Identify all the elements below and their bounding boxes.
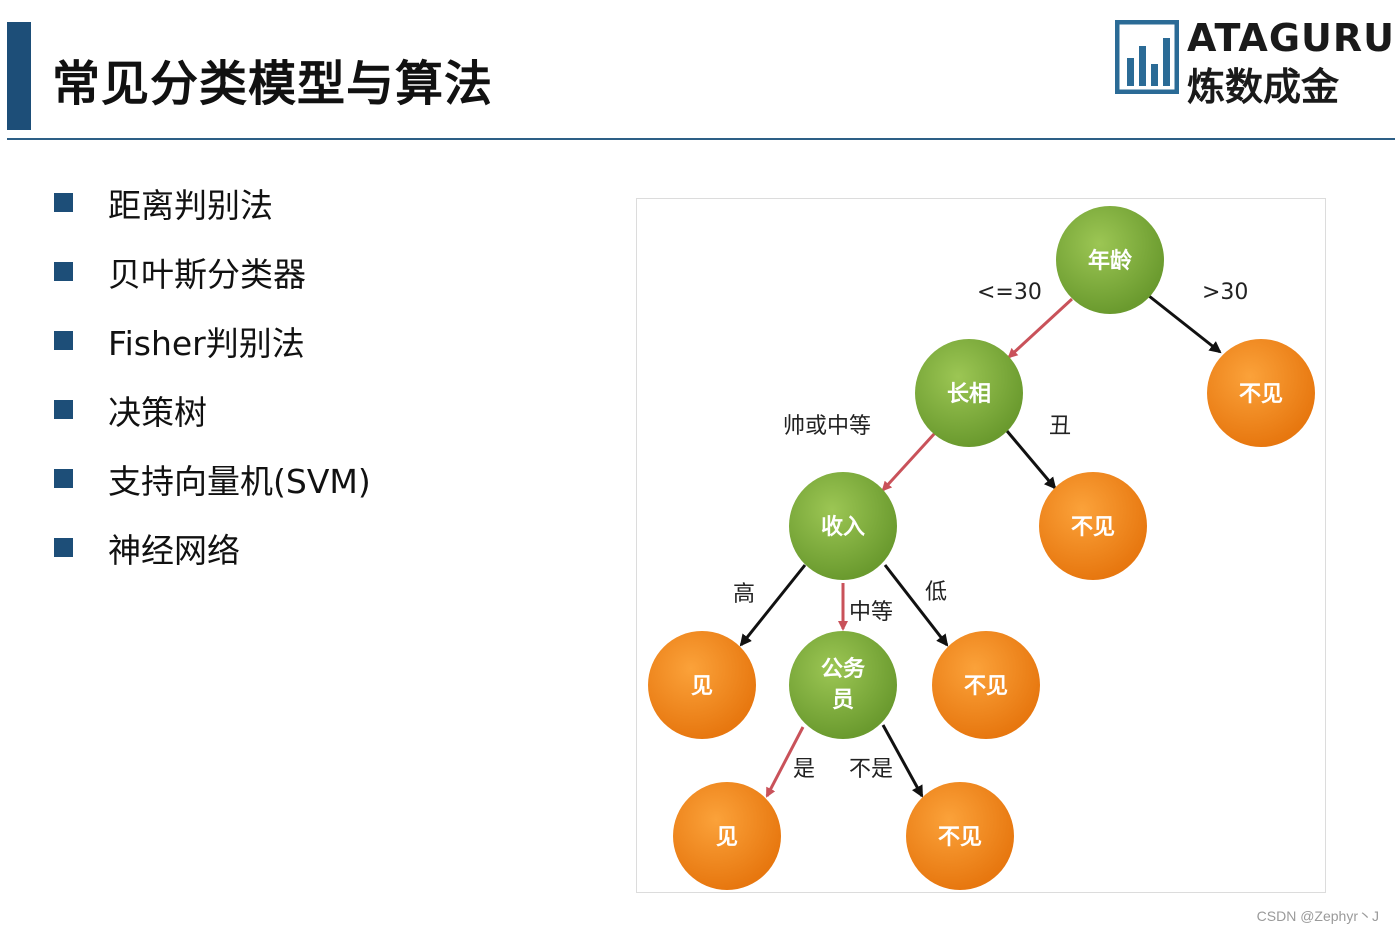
edge-label-cs-no: 不是 xyxy=(849,757,893,782)
edge-looks-to-reject xyxy=(1005,430,1057,490)
list-item-label: 神经网络 xyxy=(108,530,240,570)
list-item: 决策树 xyxy=(54,375,371,444)
svg-text:员: 员 xyxy=(832,688,854,713)
svg-text:不见: 不见 xyxy=(1071,515,1115,540)
edge-label-looks-good: 帅或中等 xyxy=(783,414,871,439)
list-item-label: 距离判别法 xyxy=(108,185,273,225)
node-reject-income: 不见 xyxy=(932,631,1040,739)
svg-text:收入: 收入 xyxy=(821,514,865,540)
node-meet-income: 见 xyxy=(648,631,756,739)
page-title: 常见分类模型与算法 xyxy=(52,56,494,112)
bullet-square-icon xyxy=(54,469,73,488)
edge-income-to-reject xyxy=(883,564,949,647)
list-item-label: Fisher判别法 xyxy=(108,323,305,363)
node-age: 年龄 xyxy=(1056,206,1164,314)
list-item: Fisher判别法 xyxy=(54,306,371,375)
list-item-label: 支持向量机(SVM) xyxy=(108,461,371,501)
edge-income-to-meet xyxy=(739,564,807,647)
list-item: 支持向量机(SVM) xyxy=(54,444,371,513)
edge-age-to-looks xyxy=(1007,297,1074,359)
logo-subtitle-text: 炼数成金 xyxy=(1187,65,1340,109)
svg-text:见: 见 xyxy=(691,674,713,699)
bullet-square-icon xyxy=(54,538,73,557)
bullet-square-icon xyxy=(54,262,73,281)
node-looks: 长相 xyxy=(915,339,1023,447)
edge-age-to-reject xyxy=(1148,294,1222,354)
svg-text:不见: 不见 xyxy=(938,825,982,850)
svg-text:不见: 不见 xyxy=(1239,382,1283,407)
title-divider xyxy=(7,138,1395,140)
edge-label-income-mid: 中等 xyxy=(849,600,893,625)
bullet-square-icon xyxy=(54,331,73,350)
list-item-label: 贝叶斯分类器 xyxy=(108,254,306,294)
list-item-label: 决策树 xyxy=(108,392,207,432)
node-income: 收入 xyxy=(789,472,897,580)
logo-brand-text: ATAGURU xyxy=(1187,16,1395,60)
edge-label-age-le30: <=30 xyxy=(977,280,1042,305)
node-civil-servant: 公务 员 xyxy=(789,631,897,739)
algorithm-list: 距离判别法 贝叶斯分类器 Fisher判别法 决策树 支持向量机(SVM) 神经… xyxy=(54,168,371,582)
edge-label-looks-ugly: 丑 xyxy=(1049,414,1071,439)
edge-label-cs-yes: 是 xyxy=(793,757,815,782)
watermark: CSDN @Zephyr丶J xyxy=(1256,908,1379,924)
edge-civil-servant-to-reject xyxy=(881,724,924,798)
list-item: 贝叶斯分类器 xyxy=(54,237,371,306)
list-item: 神经网络 xyxy=(54,513,371,582)
edge-label-income-high: 高 xyxy=(733,582,755,607)
bullet-square-icon xyxy=(54,400,73,419)
logo-chart-icon xyxy=(1115,20,1179,94)
bullet-square-icon xyxy=(54,193,73,212)
svg-text:公务: 公务 xyxy=(821,657,866,682)
svg-text:年龄: 年龄 xyxy=(1088,248,1133,274)
node-meet-civil-servant: 见 xyxy=(673,782,781,890)
list-item: 距离判别法 xyxy=(54,168,371,237)
decision-tree-diagram: <=30 >30 帅或中等 丑 高 中等 低 是 不是 年龄 长相 不见 收入 … xyxy=(636,198,1326,893)
edge-label-age-gt30: >30 xyxy=(1202,280,1248,305)
svg-text:见: 见 xyxy=(716,825,738,850)
edge-civil-servant-to-meet xyxy=(765,726,805,798)
edge-label-income-low: 低 xyxy=(925,580,947,605)
svg-text:长相: 长相 xyxy=(947,382,991,407)
edge-looks-to-income xyxy=(881,431,937,492)
node-reject-age: 不见 xyxy=(1207,339,1315,447)
node-reject-civil-servant: 不见 xyxy=(906,782,1014,890)
decision-tree-svg: <=30 >30 帅或中等 丑 高 中等 低 是 不是 年龄 长相 不见 收入 … xyxy=(648,206,1315,890)
ataguru-logo: ATAGURU 炼数成金 xyxy=(1115,16,1395,109)
title-accent-bar xyxy=(7,22,31,130)
node-reject-looks: 不见 xyxy=(1039,472,1147,580)
svg-text:不见: 不见 xyxy=(964,674,1008,699)
